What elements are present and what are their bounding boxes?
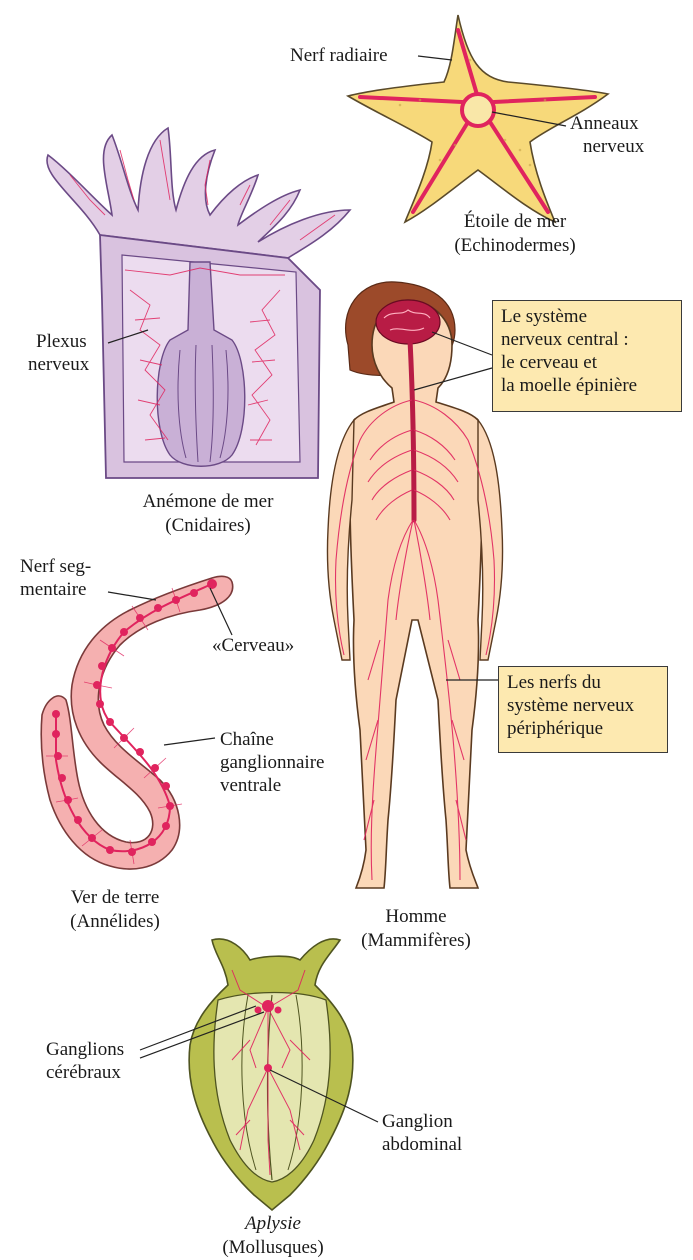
- anemone-group: (Cnidaires): [108, 514, 308, 537]
- pns-callout: Les nerfs du système nerveux périphériqu…: [498, 666, 668, 753]
- worm-group: (Annélides): [30, 910, 200, 933]
- human-name: Homme: [336, 905, 496, 928]
- label-cerebral-line1: Ganglions: [46, 1038, 124, 1061]
- anemone-name: Anémone de mer: [108, 490, 308, 513]
- cns-callout: Le système nerveux central : le cerveau …: [492, 300, 682, 412]
- cns-callout-line: Le système: [501, 305, 673, 328]
- aplysia-cerebral-ganglia: [262, 1000, 274, 1012]
- label-plexus-line1: Plexus: [36, 330, 87, 353]
- cns-callout-line: nerveux central :: [501, 328, 673, 351]
- anemone-tentacles: [47, 128, 350, 258]
- label-plexus-line2: nerveux: [28, 353, 89, 376]
- label-abdominal-line1: Ganglion: [382, 1110, 453, 1133]
- label-abdominal-line2: abdominal: [382, 1133, 462, 1156]
- starfish-group: (Echinodermes): [420, 234, 610, 257]
- label-segment-line1: Nerf seg-: [20, 555, 91, 578]
- label-radial-nerve: Nerf radiaire: [290, 44, 388, 67]
- starfish-nerve-ring: [462, 94, 494, 126]
- label-segment-line2: mentaire: [20, 578, 86, 601]
- anemone-illustration: [47, 128, 350, 478]
- human-arm-right: [478, 420, 503, 660]
- label-cerebral-line2: cérébraux: [46, 1061, 121, 1084]
- aplysia-name: Aplysie: [188, 1212, 358, 1235]
- cns-callout-line: le cerveau et: [501, 351, 673, 374]
- worm-name: Ver de terre: [30, 886, 200, 909]
- label-nerve-ring-line1: Anneaux: [570, 112, 639, 135]
- label-chain-line1: Chaîne: [220, 728, 274, 751]
- cns-callout-line: la moelle épinière: [501, 374, 673, 397]
- pns-callout-line: Les nerfs du: [507, 671, 659, 694]
- aplysia-illustration: [140, 939, 378, 1210]
- earthworm-illustration: [41, 576, 232, 869]
- human-illustration: [327, 282, 502, 888]
- label-worm-brain: «Cerveau»: [212, 634, 294, 657]
- aplysia-group: (Mollusques): [188, 1236, 358, 1259]
- label-chain-line3: ventrale: [220, 774, 281, 797]
- human-body: [348, 300, 484, 888]
- pns-callout-line: système nerveux: [507, 694, 659, 717]
- pns-callout-line: périphérique: [507, 717, 659, 740]
- human-brain: [376, 300, 440, 344]
- human-group: (Mammifères): [336, 929, 496, 952]
- label-chain-line2: ganglionnaire: [220, 751, 324, 774]
- starfish-name: Étoile de mer: [420, 210, 610, 233]
- label-nerve-ring-line2: nerveux: [583, 135, 644, 158]
